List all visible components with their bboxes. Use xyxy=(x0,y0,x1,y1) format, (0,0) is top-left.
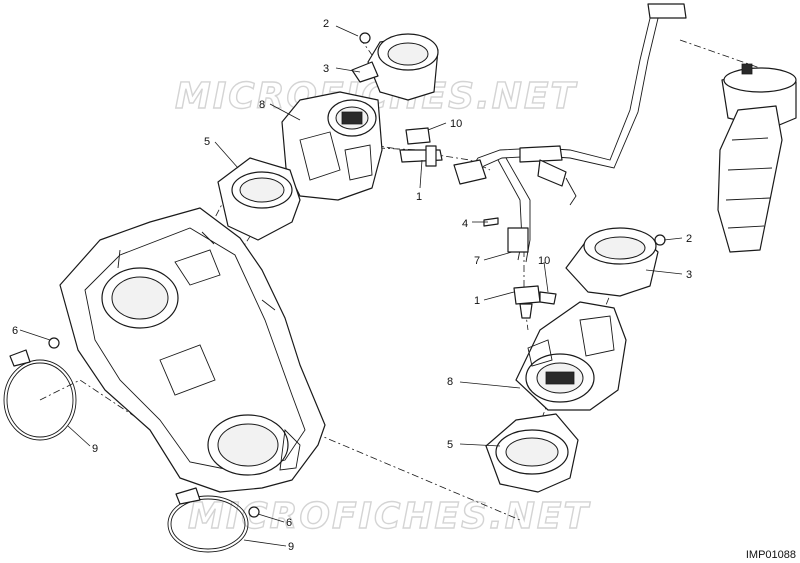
upper-intake-manifold xyxy=(217,157,301,241)
bottom-hose-clamp xyxy=(167,487,249,553)
callout-6-left: 6 xyxy=(12,325,18,337)
callout-7: 7 xyxy=(474,255,480,267)
fuel-pump-assembly xyxy=(717,63,797,253)
screws xyxy=(48,32,666,518)
callout-1-lower: 1 xyxy=(474,295,480,307)
lower-air-intake-funnel xyxy=(565,227,659,297)
diagram-reference-code: IMP01088 xyxy=(746,549,796,561)
callout-3-lower: 3 xyxy=(686,269,692,281)
upper-throttle-body xyxy=(281,91,383,201)
watermark-bottom: MICROFICHES.NET xyxy=(188,496,590,537)
callout-2-upper: 2 xyxy=(323,18,329,30)
airbox xyxy=(59,207,326,493)
callout-3-upper: 3 xyxy=(323,63,329,75)
lower-throttle-body xyxy=(515,301,627,411)
callout-1-upper: 1 xyxy=(416,191,422,203)
callout-6-bottom: 6 xyxy=(286,517,292,529)
fuel-hose xyxy=(453,3,687,263)
upper-fuel-injector xyxy=(399,127,443,167)
leader-lines xyxy=(19,25,683,547)
left-hose-clamp xyxy=(3,349,77,441)
callout-labels: 2 3 8 5 10 1 4 7 1 10 2 3 8 5 6 9 6 9 xyxy=(12,18,692,553)
callout-5-upper: 5 xyxy=(204,136,210,148)
callout-10-lower: 10 xyxy=(538,255,550,267)
lower-fuel-injector xyxy=(513,285,557,319)
callout-2-lower: 2 xyxy=(686,233,692,245)
callout-4: 4 xyxy=(462,218,468,230)
callout-8-lower: 8 xyxy=(447,376,453,388)
callout-9-left: 9 xyxy=(92,443,98,455)
lower-intake-manifold xyxy=(485,413,579,493)
upper-air-intake-funnel xyxy=(351,33,439,101)
callout-10-upper: 10 xyxy=(450,118,462,130)
callout-5-lower: 5 xyxy=(447,439,453,451)
callout-8-upper: 8 xyxy=(259,99,265,111)
callout-9-bottom: 9 xyxy=(288,541,294,553)
